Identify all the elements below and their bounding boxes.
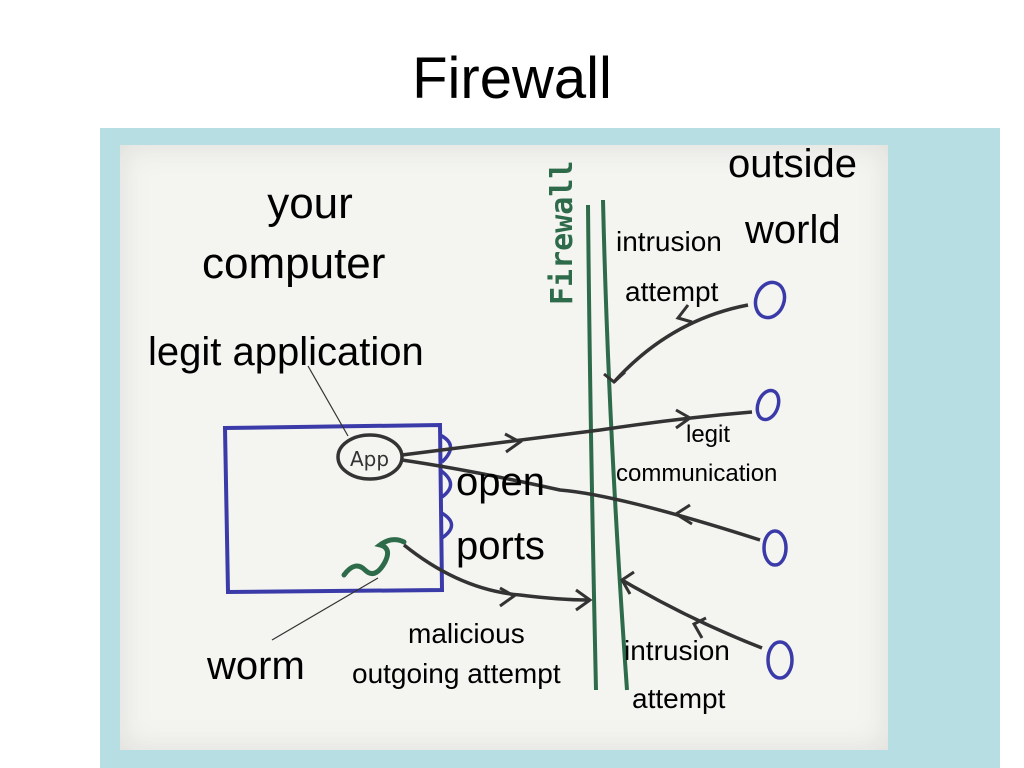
host-2 <box>755 388 781 422</box>
arrow-legit-outgoing <box>401 410 753 457</box>
host-3 <box>762 529 788 567</box>
firewall-line-right <box>601 199 629 691</box>
host-4 <box>766 640 794 680</box>
label-computer: computer <box>202 239 386 288</box>
app-handwritten-label: App <box>350 447 389 471</box>
label-legit: legit <box>686 421 731 448</box>
label-attempt-bottom: attempt <box>632 683 726 714</box>
arrowhead-legit-incoming <box>673 503 693 526</box>
arrowhead-intrusion-bottom <box>620 570 635 595</box>
label-intrusion-top: intrusion <box>616 226 722 257</box>
arrowhead-legit-1 <box>504 432 523 454</box>
arrowhead-malicious-1 <box>499 586 517 608</box>
label-your: your <box>267 179 353 228</box>
label-world: world <box>745 208 841 252</box>
label-intrusion-bottom: intrusion <box>624 635 730 666</box>
label-legit-application: legit application <box>148 330 424 374</box>
arrowhead-malicious-end <box>575 588 593 612</box>
label-outgoing-attempt: outgoing attempt <box>352 658 561 689</box>
label-outside: outside <box>728 142 857 186</box>
label-ports: ports <box>456 524 545 568</box>
app-oval <box>336 433 404 481</box>
worm-squiggle <box>341 537 407 578</box>
firewall-line-left <box>586 204 598 691</box>
host-1 <box>753 280 787 320</box>
label-worm: worm <box>207 644 305 688</box>
arrowhead-intrusion-bottom-mid <box>691 616 707 639</box>
legit-application-leader <box>307 365 349 437</box>
arrow-legit-incoming <box>401 458 761 542</box>
arrowhead-intrusion-top-mid <box>675 304 693 324</box>
port-bottom <box>439 510 454 540</box>
arrow-malicious <box>402 543 589 602</box>
paper-sheet <box>120 145 888 750</box>
port-middle <box>438 468 453 499</box>
slide-title: Firewall <box>412 46 612 111</box>
arrowhead-legit-2 <box>675 408 693 430</box>
label-open: open <box>456 460 545 504</box>
port-top <box>439 433 453 464</box>
arrow-intrusion-bottom <box>621 578 763 650</box>
firewall-handwritten-label: Firewall <box>545 161 580 306</box>
arrow-intrusion-top <box>612 303 749 384</box>
computer-box <box>222 422 445 595</box>
worm-leader <box>271 577 379 641</box>
arrowhead-intrusion-top <box>603 370 627 384</box>
label-attempt-top: attempt <box>625 276 719 307</box>
label-communication: communication <box>616 460 778 487</box>
label-malicious: malicious <box>408 618 525 649</box>
